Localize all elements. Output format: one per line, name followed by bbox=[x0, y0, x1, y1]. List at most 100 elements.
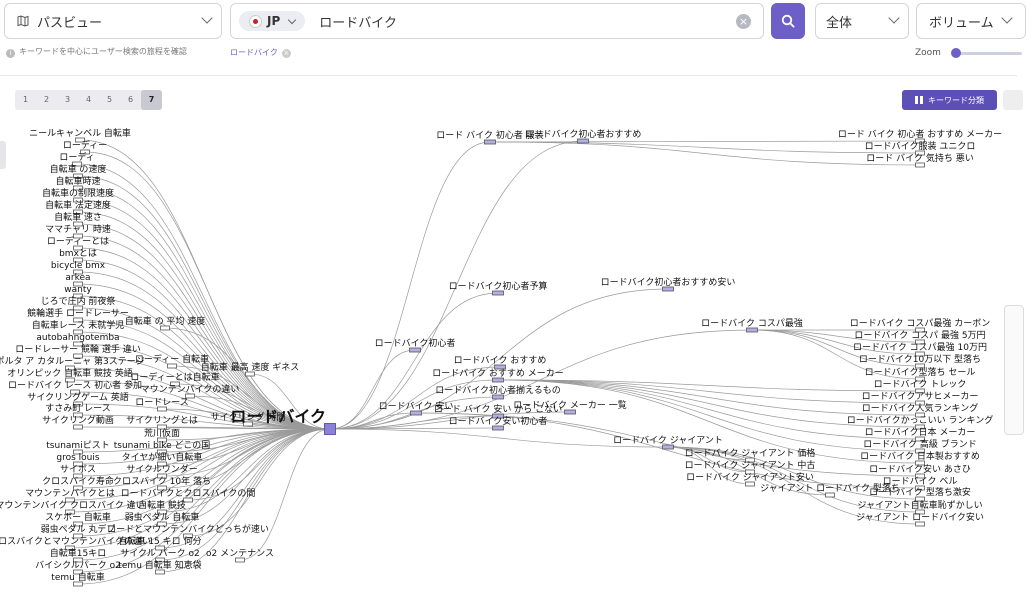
node-marker[interactable] bbox=[73, 412, 83, 418]
keyword-node[interactable]: ロードバイク レース 初心者 参加 bbox=[8, 379, 142, 395]
node-marker[interactable] bbox=[73, 197, 83, 203]
node-marker[interactable] bbox=[745, 481, 755, 487]
keyword-node[interactable]: ローディー bbox=[63, 139, 107, 155]
node-marker[interactable] bbox=[492, 413, 504, 419]
keyword-node[interactable]: タイヤが細い自転車 bbox=[122, 451, 203, 467]
right-zoom-panel[interactable] bbox=[1004, 305, 1024, 435]
keyword-node[interactable]: ロード バイク 気持ち 悪い bbox=[866, 152, 974, 168]
node-marker[interactable] bbox=[155, 545, 165, 551]
keyword-node[interactable]: 自転車 の速度 bbox=[50, 163, 107, 179]
keyword-node[interactable]: ロードバイク安い初心者 bbox=[449, 415, 548, 431]
expand-button[interactable] bbox=[1003, 90, 1023, 110]
node-marker[interactable] bbox=[167, 363, 177, 369]
keyword-node[interactable]: サイクリング 時間 bbox=[211, 411, 286, 427]
node-marker[interactable] bbox=[73, 569, 83, 575]
node-marker[interactable] bbox=[73, 449, 83, 455]
node-marker[interactable] bbox=[157, 449, 167, 455]
search-bar[interactable]: JP ロードバイク × bbox=[230, 3, 764, 39]
node-marker[interactable] bbox=[183, 497, 193, 503]
clear-icon[interactable]: × bbox=[736, 14, 751, 29]
node-marker[interactable] bbox=[492, 290, 504, 296]
keyword-node[interactable]: ロード バイク 初心者 おすすめ メーカー bbox=[838, 128, 1002, 144]
node-marker[interactable] bbox=[155, 569, 165, 575]
keyword-node[interactable]: ロードバイク初心者 bbox=[375, 337, 456, 353]
level-3-button[interactable]: 3 bbox=[64, 95, 71, 104]
keyword-node[interactable]: クロスバイクとマウンテンバイクの違い bbox=[0, 535, 151, 551]
node-marker[interactable] bbox=[245, 371, 255, 377]
keyword-node[interactable]: オリンピック 自転車 競技 英語 bbox=[7, 367, 133, 383]
keyword-node[interactable]: o2 メンテナンス bbox=[206, 548, 274, 563]
zoom-slider[interactable] bbox=[952, 52, 1022, 55]
keyword-node[interactable]: 自転車 最高 速度 ギネス bbox=[201, 361, 300, 377]
root-node[interactable]: ロードバイク bbox=[230, 407, 336, 435]
node-marker[interactable] bbox=[65, 545, 75, 551]
keyword-node[interactable]: ロードバイク日本 メーカー bbox=[865, 426, 976, 442]
node-marker[interactable] bbox=[75, 137, 85, 143]
keyword-node[interactable]: ロードバイク おすすめ メーカー bbox=[432, 368, 564, 383]
node-marker[interactable] bbox=[65, 509, 75, 515]
node-marker[interactable] bbox=[70, 389, 80, 395]
keyword-node[interactable]: 自転車 の 平均 速度 bbox=[125, 315, 206, 331]
keyword-node[interactable]: ローディーとは自転車 bbox=[130, 371, 220, 387]
node-marker[interactable] bbox=[72, 161, 82, 167]
node-marker[interactable] bbox=[73, 173, 83, 179]
keyword-node[interactable]: ロードバイクかっこいい ランキング bbox=[847, 414, 993, 430]
keyword-node[interactable]: サイクルワンダー bbox=[126, 463, 198, 479]
keyword-node[interactable]: ロードバイク 安い bbox=[379, 400, 454, 416]
keyword-node[interactable]: ニールキャンベル 自転車 bbox=[29, 127, 131, 143]
search-input[interactable]: ロードバイク bbox=[319, 15, 398, 31]
keyword-node[interactable]: tsunamiピスト bbox=[46, 440, 110, 455]
node-marker[interactable] bbox=[73, 233, 83, 239]
node-marker[interactable] bbox=[65, 497, 75, 503]
keyword-node[interactable]: バイシクルパーク o2 bbox=[35, 560, 121, 575]
keyword-node[interactable]: 競輪選手 ロードレーサー bbox=[27, 307, 129, 323]
node-marker[interactable] bbox=[915, 485, 925, 491]
node-marker[interactable] bbox=[915, 150, 925, 156]
node-marker[interactable] bbox=[73, 185, 83, 191]
keyword-node[interactable]: arkea bbox=[65, 273, 91, 287]
node-marker[interactable] bbox=[915, 448, 925, 454]
keyword-node[interactable]: ロードとマウンテンバイクどっちが速い bbox=[107, 523, 269, 539]
keyword-node[interactable]: ロードバイク コスパ最強 カーボン bbox=[850, 317, 991, 333]
node-marker[interactable] bbox=[410, 410, 422, 416]
keyword-node[interactable]: 自転車レース 未就学児 bbox=[32, 319, 124, 335]
keyword-node[interactable]: 弱虫ペダル 自転車 bbox=[125, 511, 200, 527]
keyword-node[interactable]: bicycle bmx bbox=[51, 261, 106, 275]
keyword-node[interactable]: サイクル パーク o2 bbox=[120, 548, 200, 563]
keyword-node[interactable]: すさみ町 レース bbox=[45, 403, 111, 418]
zoom-slider-handle[interactable] bbox=[951, 48, 961, 58]
level-4-button[interactable]: 4 bbox=[85, 95, 92, 104]
node-marker[interactable] bbox=[73, 461, 83, 467]
node-marker[interactable] bbox=[409, 347, 421, 353]
left-panel-handle[interactable] bbox=[0, 141, 6, 169]
node-marker[interactable] bbox=[915, 351, 925, 357]
node-marker[interactable] bbox=[915, 496, 925, 502]
node-marker[interactable] bbox=[915, 509, 925, 515]
node-marker[interactable] bbox=[915, 388, 925, 394]
search-button[interactable] bbox=[771, 3, 805, 39]
keyword-node[interactable]: ローディ bbox=[59, 151, 95, 167]
node-marker[interactable] bbox=[157, 406, 167, 412]
keyword-node[interactable]: クロスバイク寿命 bbox=[42, 475, 114, 491]
node-marker[interactable] bbox=[73, 209, 83, 215]
keyword-node[interactable]: autobahngotemba bbox=[36, 333, 120, 347]
node-marker[interactable] bbox=[183, 533, 193, 539]
keyword-node[interactable]: クロスバイク 10年 落ち bbox=[113, 475, 211, 491]
keyword-node[interactable]: 自転車 法定速度 bbox=[45, 199, 111, 215]
node-marker[interactable] bbox=[915, 460, 925, 466]
keyword-node[interactable]: 弱虫ペダル 丸デブ bbox=[41, 523, 116, 539]
node-marker[interactable] bbox=[157, 509, 167, 515]
node-marker[interactable] bbox=[73, 329, 83, 335]
keyword-node[interactable]: ポルタ ア カタルーニャ 第3ステージ bbox=[0, 355, 145, 371]
keyword-node[interactable]: 自転車 速さ bbox=[54, 211, 102, 227]
node-marker[interactable] bbox=[915, 339, 925, 345]
node-marker[interactable] bbox=[157, 521, 167, 527]
node-marker[interactable] bbox=[157, 473, 167, 479]
keyword-node[interactable]: tsunami bike どこの国 bbox=[114, 440, 211, 455]
node-marker[interactable] bbox=[492, 425, 504, 431]
keyword-node[interactable]: ロードバイク ベル bbox=[883, 476, 958, 491]
node-marker[interactable] bbox=[73, 533, 83, 539]
node-marker[interactable] bbox=[170, 381, 180, 387]
keyword-node[interactable]: ロードバイク 高級 ブランド bbox=[863, 438, 977, 454]
keyword-node[interactable]: サイクリング動画 bbox=[42, 414, 114, 430]
